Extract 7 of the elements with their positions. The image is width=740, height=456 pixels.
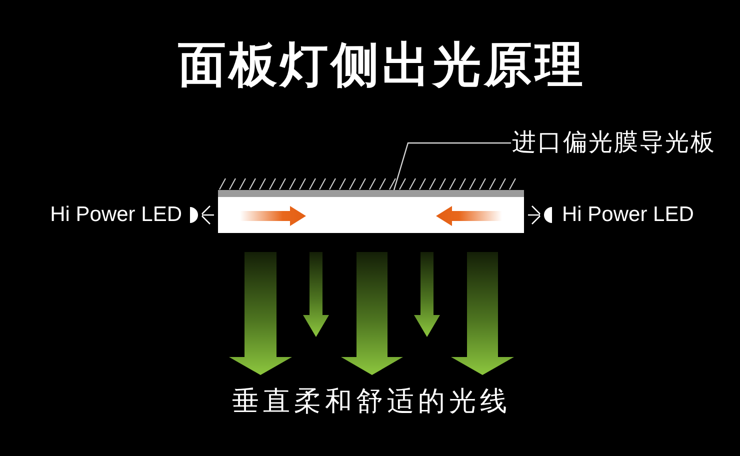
description-text: 垂直柔和舒适的光线 — [232, 386, 511, 416]
leader-line — [393, 142, 511, 190]
light-guide-plate — [218, 190, 524, 233]
title: 面板灯侧出光原理 — [178, 40, 586, 92]
led-label: Hi Power LED — [562, 203, 694, 227]
part-label: 进口偏光膜导光板 — [512, 129, 716, 157]
led-label: Hi Power LED — [49, 203, 182, 227]
